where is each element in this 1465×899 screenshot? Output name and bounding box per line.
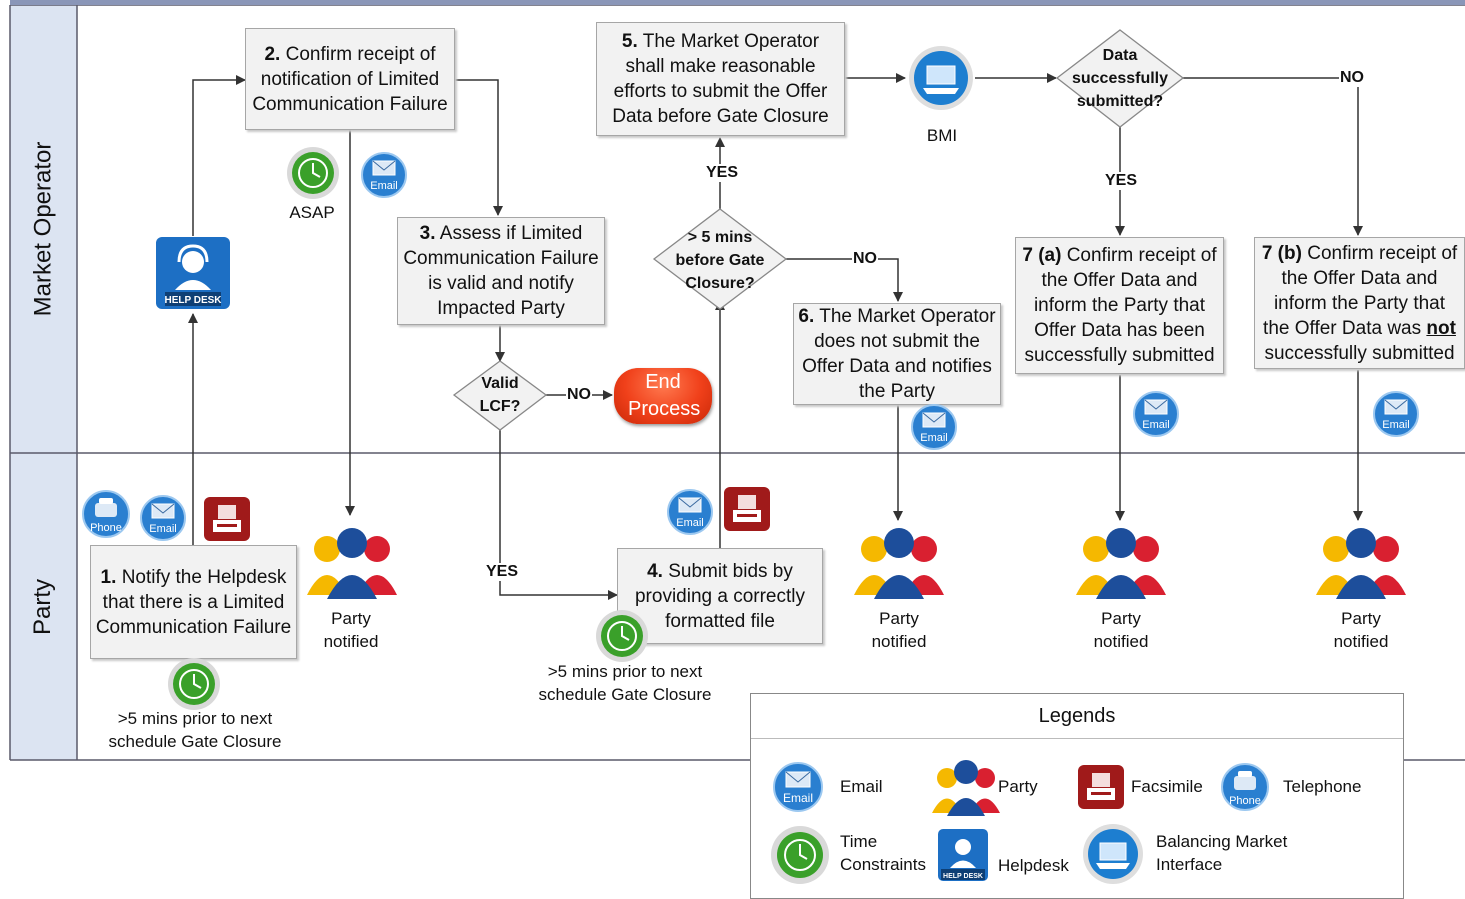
decision-valid-lcf (452, 360, 548, 431)
party-notified-caption: Party notified (323, 609, 379, 651)
step-6-box: 6. The Market Operator does not submit t… (793, 303, 1001, 405)
step-4-box: 4. Submit bids by providing a correctly … (617, 548, 823, 644)
legend-panel: Legends Email Email Party Facsimile Phon… (750, 693, 1404, 899)
party-notified-caption: Party notified (871, 609, 927, 651)
step-5-box: 5. The Market Operator shall make reason… (596, 22, 845, 136)
email-icon: Email (1131, 390, 1181, 438)
decision-valid-lcf-text: Valid LCF? (479, 375, 521, 415)
decision-data-submitted (1055, 29, 1185, 128)
party-notified-caption: Party notified (1093, 609, 1149, 651)
lane-label-party: Party (29, 578, 57, 635)
email-icon: Email (1371, 390, 1421, 438)
label-no-data: NO (1339, 69, 1365, 87)
step-2-box: 2. Confirm receipt of notification of Li… (245, 28, 455, 130)
time-constraint-caption-1: >5 mins prior to next schedule Gate Clos… (108, 709, 282, 751)
label-no-valid: NO (566, 386, 592, 404)
clock-icon (594, 608, 650, 664)
svg-text:Email: Email (920, 432, 948, 444)
svg-text:Email: Email (676, 517, 704, 529)
svg-text:Phone: Phone (1229, 795, 1261, 807)
phone-icon: Phone (80, 489, 132, 539)
end-process-terminator: End Process (614, 368, 712, 424)
party-notified-caption: Party notified (1333, 609, 1389, 651)
lane-label-market-operator: Market Operator (29, 141, 57, 317)
bmi-icon (1081, 822, 1145, 886)
legend-party-label: Party (998, 777, 1038, 796)
decision-gate-closure (652, 208, 788, 310)
helpdesk-icon: HELP DESK (155, 236, 231, 310)
clock-icon (285, 145, 341, 201)
label-yes-mins: YES (705, 164, 740, 182)
email-icon: Email (909, 403, 959, 451)
step-7a-box: 7 (a) Confirm receipt of the Offer Data … (1015, 237, 1224, 374)
email-icon: Email (138, 494, 188, 542)
party-icon (852, 525, 946, 599)
svg-text:Email: Email (1382, 419, 1410, 431)
legend-title: Legends (751, 694, 1403, 739)
helpdesk-icon: HELP DESK (937, 828, 989, 882)
lane-header-column (10, 5, 77, 760)
fax-icon (723, 486, 771, 532)
step-7b-box: 7 (b) Confirm receipt of the Offer Data … (1254, 237, 1465, 369)
time-constraint-caption-4: >5 mins prior to next schedule Gate Clos… (538, 662, 712, 704)
party-icon (1314, 525, 1408, 599)
email-icon: Email (771, 760, 825, 814)
svg-text:Email: Email (783, 791, 813, 805)
party-icon (305, 525, 399, 599)
clock-icon (769, 824, 831, 886)
legend-time-label: Time Constraints (840, 832, 926, 874)
step-1-box: 1. Notify the Helpdesk that there is a L… (90, 545, 297, 659)
clock-icon (166, 656, 222, 712)
svg-text:Phone: Phone (90, 522, 122, 534)
bmi-icon (907, 44, 975, 112)
label-yes-data: YES (1104, 172, 1139, 190)
svg-text:Email: Email (370, 180, 398, 192)
asap-caption: ASAP (289, 203, 335, 222)
legend-fax-label: Facsimile (1131, 777, 1203, 796)
decision-data-submitted-text: Data successfully submitted? (1071, 47, 1169, 110)
legend-helpdesk-label: Helpdesk (998, 856, 1069, 875)
fax-icon (1077, 764, 1125, 810)
email-icon: Email (359, 151, 409, 199)
svg-text:HELP DESK: HELP DESK (943, 873, 983, 880)
party-icon (931, 758, 1001, 816)
phone-icon: Phone (1219, 762, 1271, 812)
party-icon (1074, 525, 1168, 599)
svg-text:Email: Email (149, 523, 177, 535)
svg-text:Email: Email (1142, 419, 1170, 431)
decision-gate-closure-text: > 5 mins before Gate Closure? (675, 229, 765, 292)
fax-icon (203, 496, 251, 542)
label-no-mins: NO (852, 250, 878, 268)
bmi-caption: BMI (926, 126, 958, 145)
legend-bmi-label: Balancing Market Interface (1156, 832, 1288, 874)
email-icon: Email (665, 488, 715, 536)
step-3-box: 3. Assess if Limited Communication Failu… (397, 217, 605, 325)
legend-email-label: Email (840, 777, 883, 796)
legend-phone-label: Telephone (1283, 777, 1362, 796)
svg-text:HELP DESK: HELP DESK (164, 295, 222, 306)
label-yes-valid: YES (485, 563, 520, 581)
